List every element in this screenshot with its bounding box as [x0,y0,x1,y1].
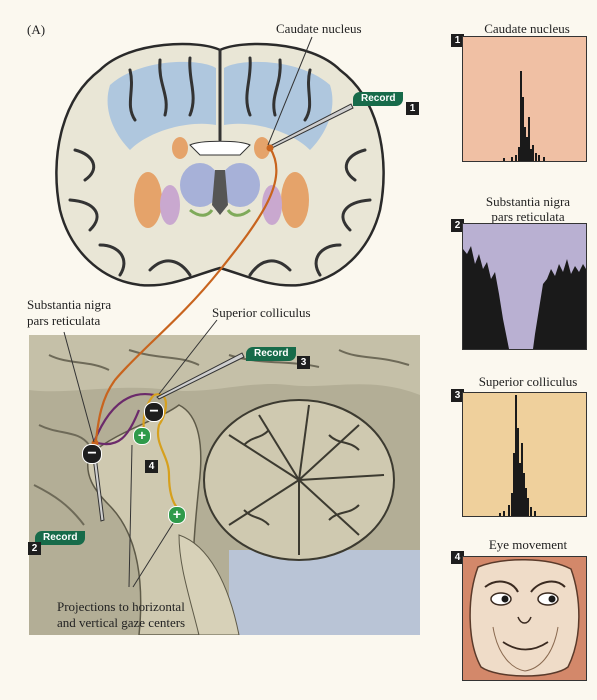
panel-3-spikes [499,395,536,516]
caudate-leader-line [267,36,313,146]
projections-label-line1: Projections to horizontal [57,599,185,614]
record-3-tag: Record [246,347,297,361]
panel-letter: (A) [27,22,46,37]
panel-2-number: 2 [451,219,464,232]
caudate-nucleus-label: Caudate nucleus [276,21,362,36]
record-2-tag: Record [35,531,86,545]
panel-4-title: Eye movement [488,537,568,552]
record-1-tag: Record [353,92,404,106]
panel-2-title-line2: pars reticulata [491,209,565,224]
sc-inhibitory-marker: − [144,402,164,422]
panel-1-title: Caudate nucleus [484,21,570,36]
sagittal-brainstem-section [29,335,420,635]
panel-3-title: Superior colliculus [478,374,578,389]
projections-label-line2: and vertical gaze centers [57,615,186,630]
sc-leader-line [158,319,218,395]
snr-leader-line [63,331,95,443]
panel-1-number: 1 [451,34,464,47]
superior-colliculus-label: Superior colliculus [212,305,311,320]
eye-pathway-number: 4 [145,460,158,473]
caudate-to-snr-pathway [94,147,278,441]
panel-2-spikes [463,246,586,349]
panel-2-histogram [462,223,587,350]
gaze-excitatory-marker-2: + [168,506,186,524]
panel-2-title-line1: Substantia nigra [485,194,571,209]
record-2-number: 2 [28,542,41,555]
panel-4-monkey-face [462,556,587,681]
record-1-number: 1 [406,102,419,115]
gaze-excitatory-marker-1: + [133,427,151,445]
snr-label-line2: pars reticulata [27,313,101,328]
monkey-face-illustration [463,557,586,680]
panel-1-histogram [462,36,587,162]
panel-4-number: 4 [451,551,464,564]
coronal-brain-section [55,42,385,287]
panel-3-histogram [462,392,587,517]
record-3-number: 3 [297,356,310,369]
panel-3-number: 3 [451,389,464,402]
snr-label-line1: Substantia nigra [27,297,112,312]
panel-1-spikes [503,71,545,161]
snr-inhibitory-marker: − [82,444,102,464]
